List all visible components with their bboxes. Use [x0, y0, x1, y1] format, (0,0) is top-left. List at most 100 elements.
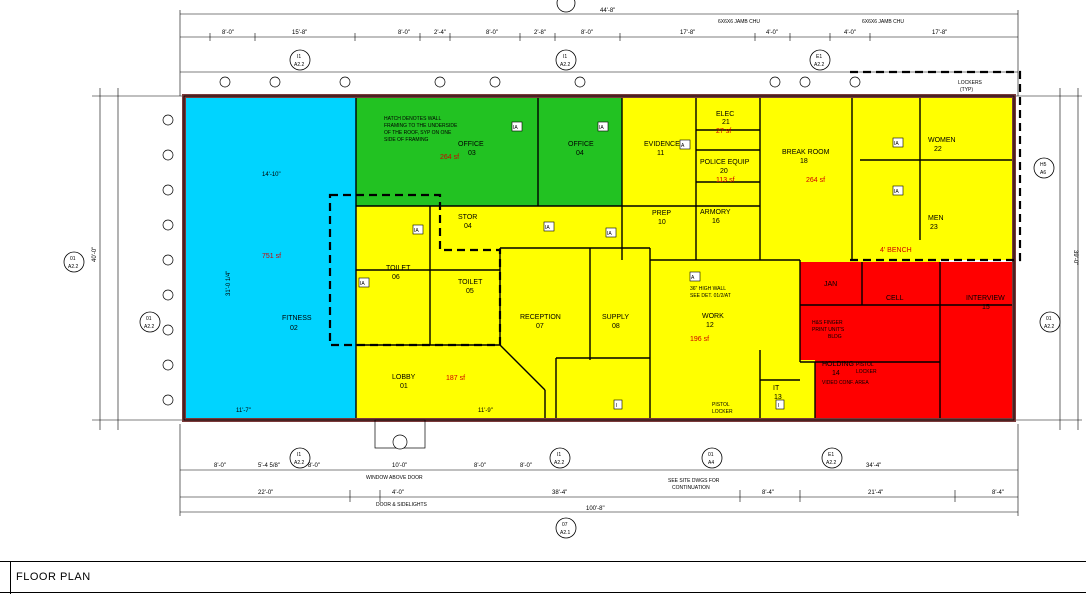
room-number: 14: [832, 370, 840, 377]
room-number: 01: [400, 383, 408, 390]
tag-ia: IA: [360, 281, 365, 287]
window-note: WINDOW ABOVE DOOR: [366, 475, 423, 481]
section-tag: E1: [828, 452, 834, 458]
bottom-dim: 5'-4 5/8": [258, 463, 280, 469]
public-zone: [356, 98, 1012, 418]
room-area: 264 sf: [440, 154, 459, 161]
room-name: OFFICE: [568, 141, 594, 148]
drawing-title: FLOOR PLAN: [16, 571, 91, 583]
bottom-overall-dim: 100'-8": [586, 506, 605, 512]
top-dim: 8'-0": [581, 30, 593, 36]
fingerprint-note: H&S FINGER: [812, 320, 843, 326]
room-name: WORK: [702, 313, 724, 320]
pistol-locker-note-2: PISTOL: [712, 402, 730, 408]
tag-ia: IA: [894, 189, 899, 195]
room-name: FITNESS: [282, 315, 312, 322]
fitness-height-dim: 31'-0 1/4": [226, 271, 232, 296]
section-tag: A2.2: [826, 460, 837, 466]
section-tag: A2.2: [294, 460, 305, 466]
tag-i: I: [778, 403, 779, 409]
hatch-note: FRAMING TO THE UNDERSIDE: [384, 123, 458, 129]
left-overall-dim: 40'-0": [92, 247, 98, 262]
room-name: RECEPTION: [520, 314, 561, 321]
room-area: 196 sf: [690, 336, 709, 343]
room-name: MEN: [928, 215, 944, 222]
top-dim: 2'-8": [534, 30, 546, 36]
room-name: WOMEN: [928, 137, 956, 144]
room-name: TOILET: [386, 265, 411, 272]
title-block: FLOOR PLAN: [0, 561, 1086, 594]
room-area: 264 sf: [806, 177, 825, 184]
room-name: SUPPLY: [602, 314, 629, 321]
room-name: CELL: [886, 295, 904, 302]
section-tag: A6: [1040, 170, 1046, 176]
bottom-dimensions: [179, 424, 1019, 516]
section-tag: A2.2: [294, 62, 305, 68]
section-tag: I1: [563, 54, 567, 60]
exterior-wall-line: [183, 95, 1015, 421]
high-wall-note: SEE DET. 01/2/AT: [690, 293, 731, 299]
fingerprint-note: BLDG: [828, 334, 842, 340]
top-dim: 4'-0": [766, 30, 778, 36]
secure-zone: [800, 262, 1012, 418]
bottom-dim-2: 38'-4": [552, 490, 567, 496]
section-tag: 01: [70, 256, 76, 262]
room-number: 03: [468, 150, 476, 157]
pistol-locker-note-2: LOCKER: [712, 409, 733, 415]
bottom-dim-2: 4'-0": [392, 490, 404, 496]
top-dim: 2'-4": [434, 30, 446, 36]
top-dim: 17'-8": [680, 30, 695, 36]
section-tag: A2.2: [1044, 324, 1055, 330]
tag-ia: IA: [513, 125, 518, 131]
room-name: OFFICE: [458, 141, 484, 148]
room-name: INTERVIEW: [966, 295, 1005, 302]
room-number: 16: [712, 218, 720, 225]
bottom-dim: 8'-0": [520, 463, 532, 469]
bottom-dim: 8'-0": [474, 463, 486, 469]
site-dwgs-note: SEE SITE DWGS FOR: [668, 478, 720, 484]
jamb-note: 6X6X6 JAMB CHU: [718, 19, 760, 25]
section-tag: H5: [1040, 162, 1047, 168]
section-tag: A2.2: [814, 62, 825, 68]
lobby-bottom-dim: 11'-9": [478, 408, 493, 414]
hatch-note: HATCH DENOTES WALL: [384, 116, 441, 122]
room-name: HOLDING: [822, 361, 854, 368]
room-name: LOBBY: [392, 374, 416, 381]
fitness-width-dim: 14'-10": [262, 172, 281, 178]
room-area: 113 sf: [716, 177, 735, 184]
jamb-note: 6X6X6 JAMB CHU: [862, 19, 904, 25]
side-dimensions: [92, 88, 1082, 430]
interior-walls: [355, 98, 1012, 418]
grid-markers-left: [162, 76, 861, 406]
section-tag: A2.2: [554, 460, 565, 466]
bottom-dim: 8'-0": [214, 463, 226, 469]
section-tag: 01: [146, 316, 152, 322]
fitness-zone: [186, 98, 356, 418]
bottom-dim-2: 8'-4": [762, 490, 774, 496]
tag-i: I: [616, 403, 617, 409]
room-name: PREP: [652, 210, 671, 217]
top-dimensions: [179, 10, 1019, 96]
room-number: 08: [612, 323, 620, 330]
pistol-locker-note: LOCKER: [856, 369, 877, 375]
door-tags: [358, 121, 904, 410]
top-dim: 17'-8": [932, 30, 947, 36]
section-tag: I1: [297, 452, 301, 458]
room-number: 05: [466, 288, 474, 295]
top-dim: 15'-8": [292, 30, 307, 36]
office-zone: [356, 98, 622, 206]
dashed-boundaries: [328, 70, 1022, 347]
section-markers: [63, 0, 1061, 539]
section-tag: A2.2: [68, 264, 79, 270]
room-number: 21: [722, 119, 730, 126]
lockers-note: LOCKERS: [958, 80, 983, 86]
hatch-note: OF THE ROOF, SYP ON ONE: [384, 130, 452, 136]
room-number: 15: [982, 304, 990, 311]
room-number: 04: [464, 223, 472, 230]
room-number: 18: [800, 158, 808, 165]
fitness-bottom-dim: 11'-7": [236, 408, 251, 414]
tag-ia: IA: [545, 225, 550, 231]
hatch-note: SIDE OF FRAMING: [384, 137, 429, 143]
bottom-dim-2: 21'-4": [868, 490, 883, 496]
room-name: STOR: [458, 214, 477, 221]
